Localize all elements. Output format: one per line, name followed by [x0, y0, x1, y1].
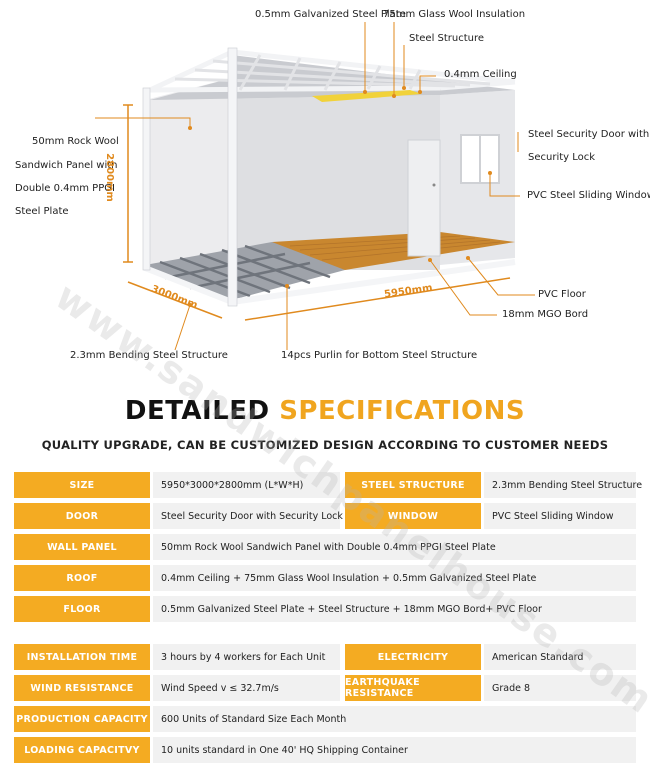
spec-label-electricity: ELECTRICITY [345, 644, 481, 670]
spec-row-door: DOOR Steel Security Door with Security L… [14, 503, 636, 529]
spec-row-size: SIZE 5950*3000*2800mm (L*W*H) STEEL STRU… [14, 472, 642, 498]
spec-value-wall: 50mm Rock Wool Sandwich Panel with Doubl… [153, 534, 636, 560]
container-house-diagram: 0.5mm Galvanized Steel Plate 75mm Glass … [15, 9, 650, 361]
spec-label-door: DOOR [14, 503, 150, 529]
spec-value-loading: 10 units standard in One 40' HQ Shipping… [153, 737, 636, 763]
wood-floor [272, 232, 515, 270]
callout-pvc-floor: PVC Floor [538, 289, 586, 300]
callout-mgo-board: 18mm MGO Bord [502, 309, 589, 320]
spec-row-install: INSTALLATION TIME 3 hours by 4 workers f… [14, 644, 636, 670]
spec-label-wind: WIND RESISTANCE [14, 675, 150, 701]
callout-ceiling: 0.4mm Ceiling [444, 69, 517, 80]
callout-security-door-2: Security Lock [528, 152, 596, 163]
spec-value-door: Steel Security Door with Security Lock [153, 503, 343, 529]
callout-rock-wool-4: Steel Plate [15, 206, 69, 217]
door [407, 139, 441, 257]
spec-value-production: 600 Units of Standard Size Each Month [153, 706, 636, 732]
title-part-2: SPECIFICATIONS [279, 396, 526, 426]
section-subtitle: QUALITY UPGRADE, CAN BE CUSTOMIZED DESIG… [41, 438, 609, 452]
callout-bending-structure: 2.3mm Bending Steel Structure [70, 350, 228, 361]
left-wall [145, 78, 232, 300]
corner-posts [142, 47, 238, 307]
spec-label-install: INSTALLATION TIME [14, 644, 150, 670]
spec-label-floor: FLOOR [14, 596, 150, 622]
spec-label-loading: LOADING CAPACITVY [14, 737, 150, 763]
bottom-frame [143, 259, 516, 305]
dimension-height: 2800mm [103, 153, 115, 202]
callout-purlin: 14pcs Purlin for Bottom Steel Structure [281, 350, 478, 361]
spec-label-window: WINDOW [345, 503, 481, 529]
spec-value-install: 3 hours by 4 workers for Each Unit [153, 644, 340, 670]
callout-dots [188, 86, 492, 307]
callout-lines [95, 22, 535, 351]
callout-steel-structure: Steel Structure [409, 33, 485, 44]
spec-label-roof: ROOF [14, 565, 150, 591]
section-title: DETAILED SPECIFICATIONS [0, 396, 650, 426]
spec-row-roof: ROOF 0.4mm Ceiling + 75mm Glass Wool Ins… [14, 565, 636, 591]
spec-label-wall: WALL PANEL [14, 534, 150, 560]
spec-value-steel: 2.3mm Bending Steel Structure [484, 472, 642, 498]
spec-value-size: 5950*3000*2800mm (L*W*H) [153, 472, 340, 498]
spec-row-wall: WALL PANEL 50mm Rock Wool Sandwich Panel… [14, 534, 636, 560]
container-illustration [95, 22, 535, 351]
callout-rock-wool-2: Sandwich Panel with [15, 160, 118, 171]
callout-rock-wool-3: Double 0.4mm PPGI [15, 183, 115, 194]
spec-row-floor: FLOOR 0.5mm Galvanized Steel Plate + Ste… [14, 596, 636, 622]
callout-galvanized-plate: 0.5mm Galvanized Steel Plate [255, 9, 406, 20]
spec-value-electricity: American Standard [484, 644, 636, 670]
dimension-lines [123, 104, 511, 321]
roof-purlins [174, 54, 491, 91]
spec-value-window: PVC Steel Sliding Window [484, 503, 636, 529]
door-handle [432, 183, 436, 187]
roof-frame [148, 49, 516, 93]
spec-value-earthquake: Grade 8 [484, 675, 636, 701]
spec-value-wind: Wind Speed v ≤ 32.7m/s [153, 675, 340, 701]
callout-rock-wool-1: 50mm Rock Wool [32, 136, 119, 147]
title-part-1: DETAILED [124, 396, 280, 426]
callout-pvc-window: PVC Steel Sliding Window [527, 190, 650, 201]
spec-label-size: SIZE [14, 472, 150, 498]
spec-label-production: PRODUCTION CAPACITY [14, 706, 150, 732]
callout-glass-wool: 75mm Glass Wool Insulation [383, 9, 526, 20]
spec-row-loading: LOADING CAPACITVY 10 units standard in O… [14, 737, 636, 763]
spec-label-earthquake: EARTHQUAKE RESISTANCE [345, 675, 481, 701]
callout-security-door-1: Steel Security Door with [528, 129, 650, 140]
spec-row-production: PRODUCTION CAPACITY 600 Units of Standar… [14, 706, 636, 732]
spec-row-wind: WIND RESISTANCE Wind Speed v ≤ 32.7m/s E… [14, 675, 636, 701]
spec-value-roof: 0.4mm Ceiling + 75mm Glass Wool Insulati… [153, 565, 636, 591]
spec-value-floor: 0.5mm Galvanized Steel Plate + Steel Str… [153, 596, 636, 622]
spec-label-steel: STEEL STRUCTURE [345, 472, 481, 498]
